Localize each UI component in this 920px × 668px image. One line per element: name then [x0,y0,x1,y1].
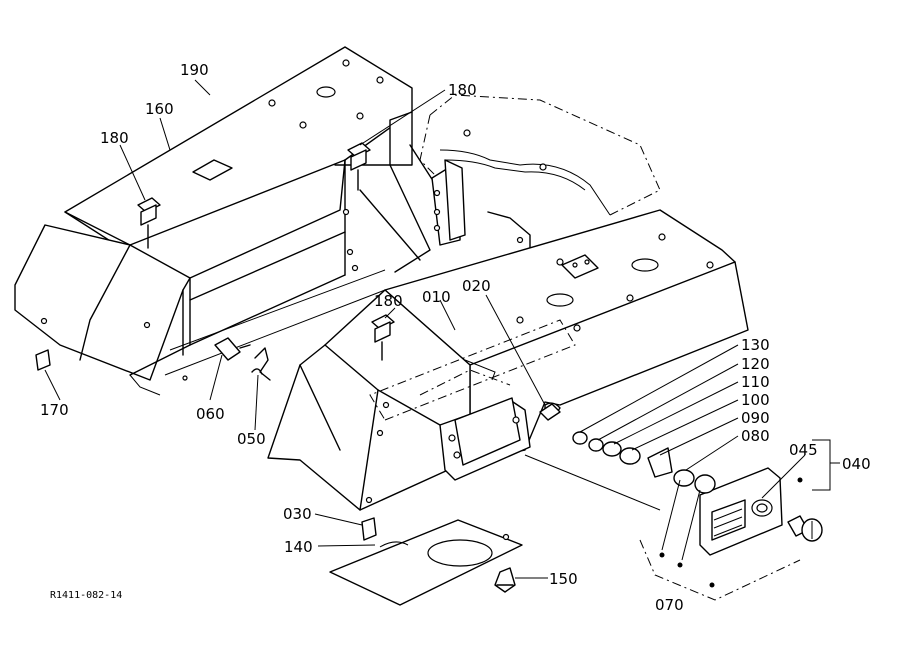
label-180-center: 180 [374,292,403,310]
label-010: 010 [422,288,451,306]
lock-cylinder [787,515,823,542]
bottom-plate-140 [329,519,523,606]
bolt-170 [35,349,51,371]
label-020: 020 [462,277,491,295]
clip-150 [494,567,516,593]
group-040-bracket [812,439,840,491]
bolt-180-center [371,314,395,361]
washer-stack [524,402,716,511]
spring-050 [251,347,271,381]
bolt-180-left [137,197,161,249]
label-100: 100 [741,391,770,409]
bulb-020 [539,403,561,421]
label-030: 030 [283,505,312,523]
left-upper-cover-160 [14,46,413,396]
label-060: 060 [196,405,225,423]
label-160: 160 [145,100,174,118]
label-170: 170 [40,401,69,419]
label-190: 190 [180,61,209,79]
leader-lines [44,79,806,579]
label-080: 080 [741,427,770,445]
label-150: 150 [549,570,578,588]
label-090: 090 [741,409,770,427]
label-130: 130 [741,336,770,354]
label-140: 140 [284,538,313,556]
socket-060 [214,337,251,361]
label-050: 050 [237,430,266,448]
label-120: 120 [741,355,770,373]
center-bracket [334,111,531,281]
group-070-bracket [639,477,803,601]
drawing-code: R1411-082-14 [50,590,122,601]
label-040: 040 [842,455,871,473]
label-110: 110 [741,373,770,391]
right-main-cover-010 [267,209,749,511]
bolt-030 [361,517,377,541]
label-180-left: 180 [100,129,129,147]
label-180-top: 180 [448,81,477,99]
bolt-180-top [347,142,371,191]
side-panel-045 [699,467,783,556]
label-070: 070 [655,596,684,614]
label-045: 045 [789,441,818,459]
